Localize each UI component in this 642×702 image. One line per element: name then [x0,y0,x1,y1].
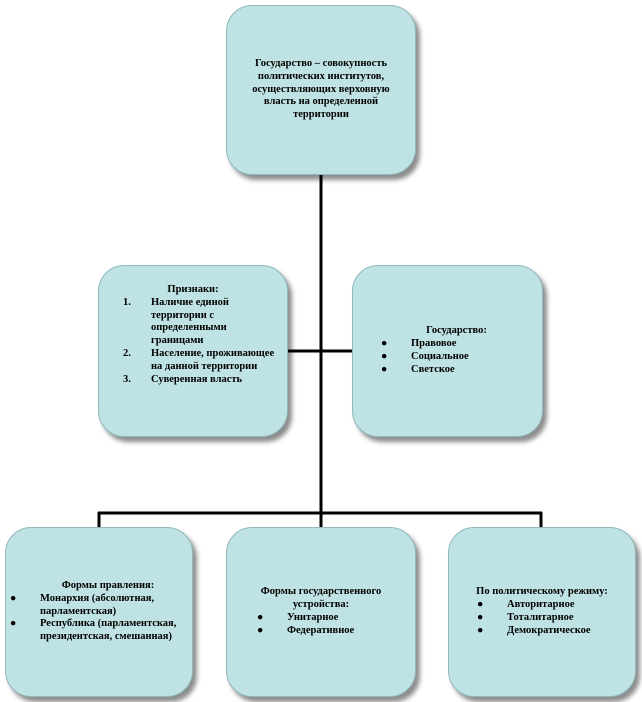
structure-list: ● Унитарное ● Федеративное [237,612,405,638]
bullet-icon: ● [381,351,388,362]
list-item: ● Авторитарное [477,599,627,612]
list-item: ● Демократическое [477,625,627,638]
list-item: 3. Суверенная власть [107,374,279,387]
government-title: Формы правления: [61,580,155,591]
list-item: ● Монархия (абсолютная, парламентская) [10,593,184,619]
list-item-text: Унитарное [287,612,339,623]
list-item-text: Население, проживающее на данной террито… [151,347,275,372]
list-item-text: Тоталитарное [507,612,574,623]
list-item-text: Суверенная власть [151,373,243,385]
list-item: ● Тоталитарное [477,612,627,625]
list-item-text: Республика (парламентская, президентская… [40,618,177,643]
list-item: ● Правовое [381,338,530,351]
list-item: ● Унитарное [257,612,405,625]
structure-title: Формы государственного устройства: [260,586,382,611]
forms-of-government-box: Формы правления: ● Монархия (абсолютная,… [5,527,193,697]
bullet-icon: ● [257,624,264,636]
bullet-icon: ● [477,599,484,611]
signs-list: 1. Наличие единой территории с определен… [107,297,279,387]
list-item-text: Социальное [411,351,469,362]
list-item: ● Республика (парламентская, президентск… [10,618,184,644]
state-structure-box: Формы государственного устройства: ● Уни… [226,527,416,697]
list-item-text: Наличие единой территории с определенным… [151,296,229,347]
political-regime-box: По политическому режиму: ● Авторитарное … [448,527,636,697]
state-signs-box: Признаки: 1. Наличие единой территории с… [98,265,288,437]
list-item: ● Федеративное [257,625,405,638]
state-definition-text: Государство – совокупность политических … [252,58,390,121]
list-number: 2. [123,347,131,359]
bullet-icon: ● [381,363,388,375]
bullet-icon: ● [10,592,17,604]
bullet-icon: ● [477,612,484,623]
bullet-icon: ● [10,618,17,630]
list-item-text: Светское [411,363,455,375]
list-item-text: Авторитарное [507,599,575,611]
signs-title: Признаки: [167,284,219,295]
types-title: Государство: [426,325,487,337]
list-item-text: Правовое [411,338,457,350]
list-number: 1. [123,296,131,308]
list-item-text: Демократическое [507,624,591,636]
bullet-icon: ● [381,338,388,350]
regime-title: По политическому режиму: [476,586,608,598]
list-item: ● Социальное [381,351,530,364]
bullet-icon: ● [257,612,264,623]
state-definition-box: Государство – совокупность политических … [226,5,416,175]
state-types-box: Государство: ● Правовое ● Социальное ● С… [352,265,543,437]
list-number: 3. [123,373,131,385]
types-list: ● Правовое ● Социальное ● Светское [381,338,530,376]
list-item: 2. Население, проживающее на данной терр… [107,348,279,374]
list-item: ● Светское [381,364,530,377]
list-item-text: Федеративное [287,624,355,636]
government-list: ● Монархия (абсолютная, парламентская) ●… [10,593,184,644]
bullet-icon: ● [477,624,484,636]
list-item: 1. Наличие единой территории с определен… [107,297,279,348]
regime-list: ● Авторитарное ● Тоталитарное ● Демократ… [457,599,627,637]
list-item-text: Монархия (абсолютная, парламентская) [40,592,155,617]
